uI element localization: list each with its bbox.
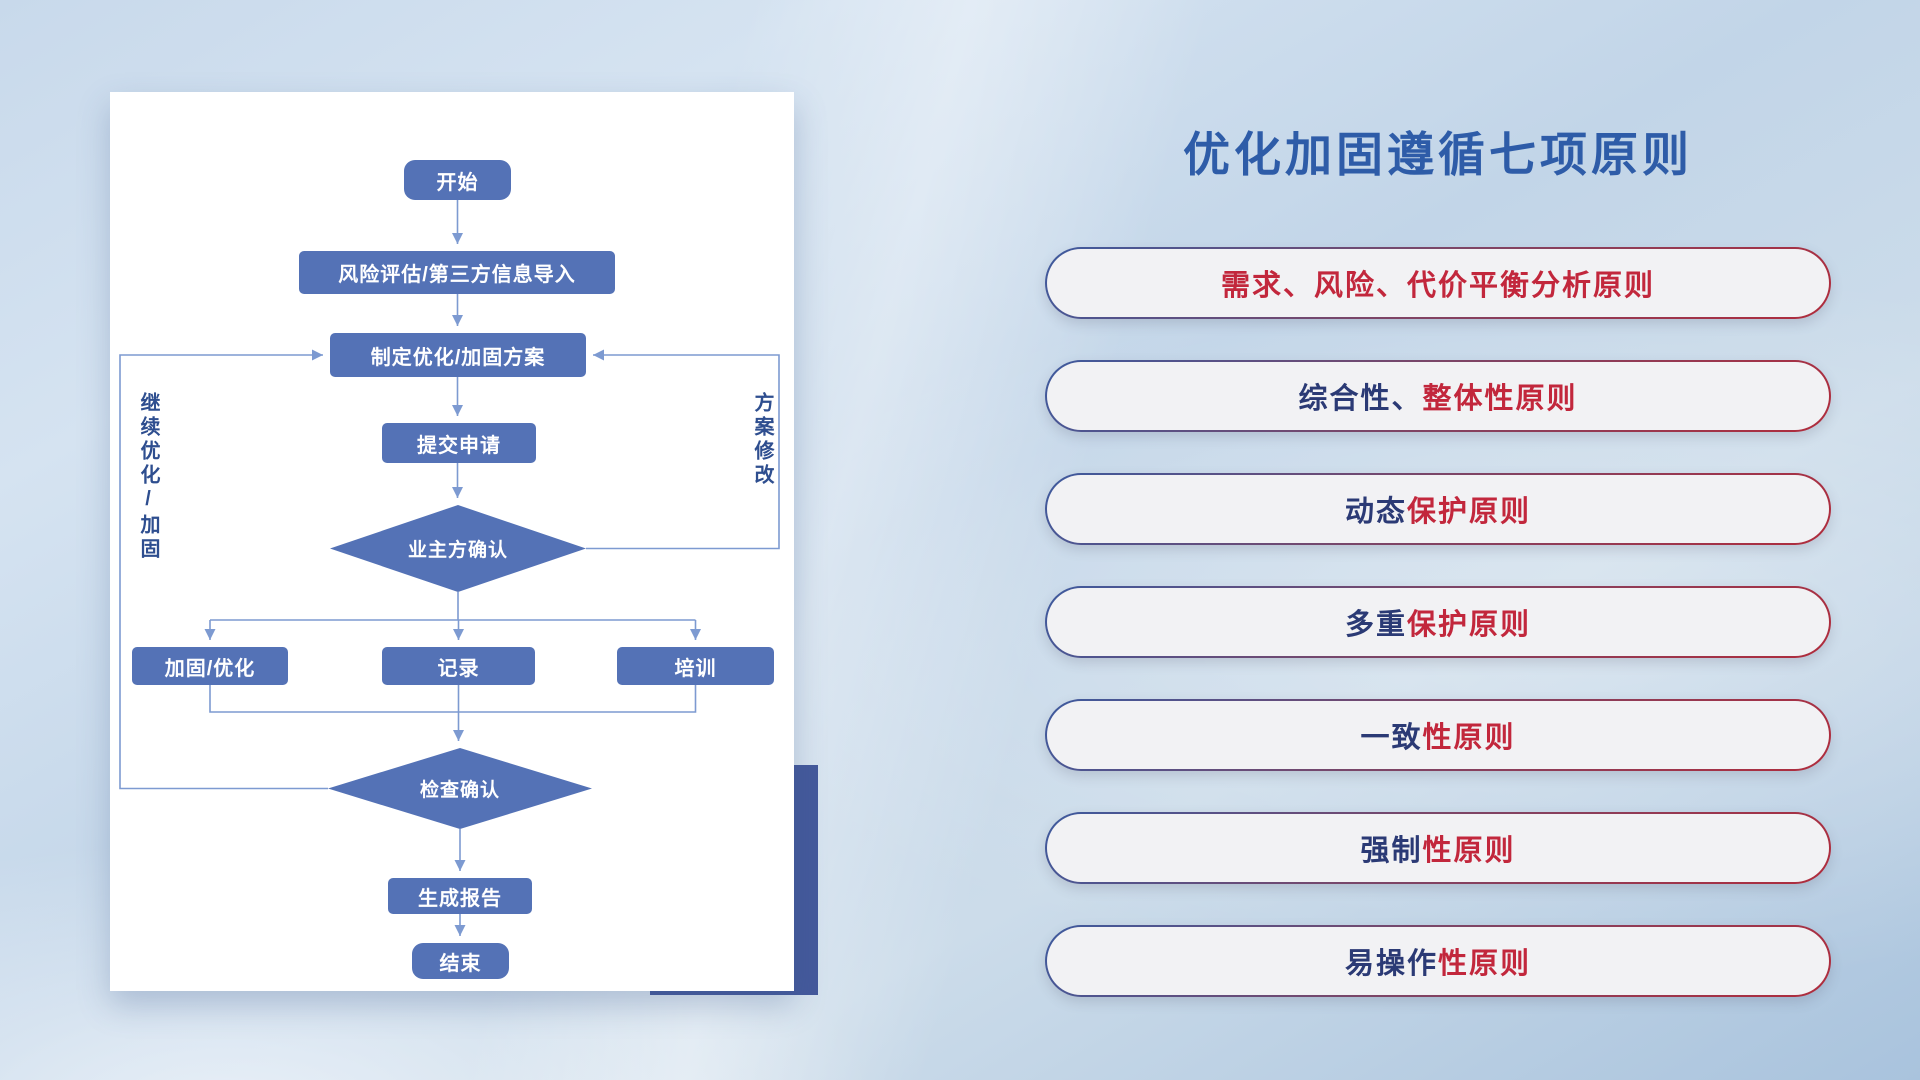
flow-node-end: 结束	[412, 943, 509, 979]
principle-text-part: 一致	[1360, 722, 1423, 754]
principle-pill-label: 易操作性原则	[1047, 927, 1829, 995]
principle-text-part: 易操作	[1344, 948, 1438, 980]
loop-label-plan-revise: 方案修改	[751, 392, 773, 488]
principle-pill-label: 多重保护原则	[1047, 588, 1829, 656]
flow-node-training: 培训	[617, 647, 774, 685]
check-confirm-diamond	[328, 748, 592, 829]
principle-text-part: 性原则	[1422, 835, 1516, 867]
principle-text-part: 动态	[1344, 496, 1407, 528]
flow-node-reinforce: 加固/优化	[132, 647, 288, 685]
principle-text-part: 综合性、	[1298, 383, 1423, 415]
principle-text-part: 保护原则	[1407, 496, 1532, 528]
flow-node-submit: 提交申请	[382, 423, 536, 463]
principle-text-part: 整体性原则	[1422, 383, 1578, 415]
owner-confirm-diamond	[330, 505, 586, 592]
principle-pill-label: 动态保护原则	[1047, 475, 1829, 543]
flow-node-check-confirm: 检查确认	[419, 780, 500, 801]
principles-title: 优化加固遵循七项原则	[1183, 128, 1693, 181]
principles-list: 需求、风险、代价平衡分析原则综合性、整体性原则动态保护原则多重保护原则一致性原则…	[1045, 247, 1831, 997]
flow-node-owner-confirm: 业主方确认	[407, 540, 508, 561]
flow-node-risk-import: 风险评估/第三方信息导入	[299, 251, 615, 294]
principle-text-part: 保护原则	[1407, 609, 1532, 641]
principle-pill-3: 动态保护原则	[1045, 473, 1831, 545]
principle-text-part: 需求、风险、代价平衡分析原则	[1220, 270, 1655, 302]
principle-pill-label: 一致性原则	[1047, 701, 1829, 769]
flow-node-report: 生成报告	[388, 878, 532, 914]
flow-node-make-plan: 制定优化/加固方案	[330, 333, 586, 377]
principle-pill-1: 需求、风险、代价平衡分析原则	[1045, 247, 1831, 319]
principle-pill-label: 强制性原则	[1047, 814, 1829, 882]
principle-pill-2: 综合性、整体性原则	[1045, 360, 1831, 432]
principle-text-part: 性原则	[1438, 948, 1532, 980]
principle-pill-4: 多重保护原则	[1045, 586, 1831, 658]
principle-pill-6: 强制性原则	[1045, 812, 1831, 884]
flowchart-card: 开始 风险评估/第三方信息导入 制定优化/加固方案 提交申请 业主方确认 加固/…	[110, 92, 794, 991]
principle-pill-5: 一致性原则	[1045, 699, 1831, 771]
principle-pill-label: 综合性、整体性原则	[1047, 362, 1829, 430]
flow-node-record: 记录	[382, 647, 535, 685]
principle-text-part: 多重	[1344, 609, 1407, 641]
flow-node-start: 开始	[404, 160, 511, 200]
principle-pill-label: 需求、风险、代价平衡分析原则	[1047, 249, 1829, 317]
principle-text-part: 强制	[1360, 835, 1423, 867]
principle-pill-7: 易操作性原则	[1045, 925, 1831, 997]
principle-text-part: 性原则	[1422, 722, 1516, 754]
principles-panel: 优化加固遵循七项原则 需求、风险、代价平衡分析原则综合性、整体性原则动态保护原则…	[1045, 0, 1831, 1080]
flowchart-connectors	[119, 200, 780, 936]
loop-label-continue-optimize: 继续优化/加固	[137, 392, 159, 562]
